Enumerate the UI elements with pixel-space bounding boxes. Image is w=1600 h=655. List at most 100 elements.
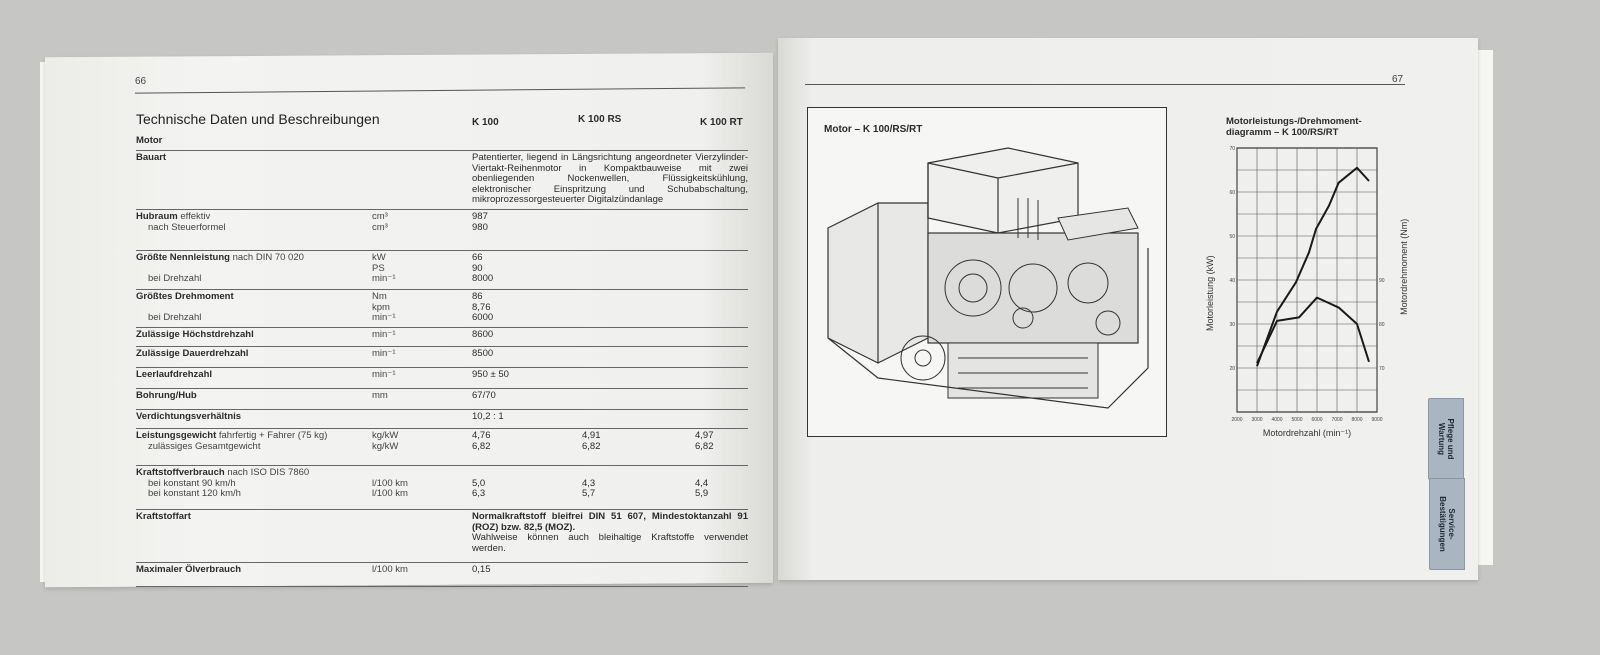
- k100-value-line: 6000: [472, 312, 494, 323]
- x-tick-label: 3000: [1251, 417, 1262, 423]
- figure-title: Motor – K 100/RS/RT: [824, 124, 923, 135]
- tab-service-bestaetigungen[interactable]: Service-Bestätigungen: [1429, 478, 1465, 570]
- y-tick-label: 70: [1229, 146, 1235, 152]
- row-sublabel: bei Drehzahl: [148, 273, 202, 284]
- unit-cell-line: min⁻¹: [372, 369, 396, 380]
- row-sublabel: zulässiges Gesamtgewicht: [148, 440, 261, 452]
- row-label-note: nach ISO DIS 7860: [227, 467, 310, 478]
- y2-tick-label: 90: [1379, 278, 1385, 284]
- row-description: Patentierter, liegend in Längsrichtung a…: [472, 152, 748, 206]
- k100rs-value-line: 4,91: [582, 430, 601, 441]
- x-tick-label: 2000: [1231, 417, 1242, 423]
- tab-label-line2: Bestätigungen: [1438, 496, 1447, 552]
- header-rule-right: [805, 84, 1405, 85]
- unit-cell-line: PS: [372, 262, 385, 274]
- k100-value-line: [472, 468, 485, 479]
- page-number-left: 66: [135, 76, 147, 87]
- unit-cell-line: kg/kW: [372, 430, 399, 441]
- y-tick-label: 60: [1229, 190, 1235, 196]
- unit-cell-line: cm³: [372, 221, 388, 233]
- row-label-main: Kraftstoffverbrauch: [136, 467, 225, 478]
- table-row: Kraftstoffart Normalkraftstoff bleifrei D…: [136, 510, 748, 563]
- k100-value-line: 0,15: [472, 564, 491, 575]
- tab-label-line1: Service-: [1447, 508, 1456, 540]
- row-label: Maximaler Ölverbrauch: [136, 564, 364, 576]
- x-tick-label: 4000: [1271, 417, 1282, 423]
- k100-value-line: 4,76: [472, 430, 491, 441]
- table-row: Leistungsgewicht fahrfertig + Fahrer (75…: [136, 429, 748, 466]
- k100rt-value-line: 5,9: [695, 488, 709, 499]
- y-tick-label: 50: [1229, 234, 1235, 240]
- page-number-right: 67: [1392, 74, 1404, 85]
- column-header-k100rt: K 100 RT: [700, 117, 743, 128]
- row-description-bold: Normalkraftstoff bleifrei DIN 51 607, Mi…: [472, 511, 748, 533]
- row-label-main: Größtes Drehmoment: [136, 291, 234, 302]
- k100-value: 8600: [472, 329, 493, 341]
- row-label-main: Größte Nennleistung: [136, 252, 230, 263]
- row-label-note: nach DIN 70 020: [232, 252, 304, 263]
- row-label-main: Bohrung/Hub: [136, 390, 197, 401]
- k100-value: 10,2 : 1: [472, 411, 504, 423]
- row-sublabel: nach Steuerformel: [148, 221, 226, 233]
- unit-cell-line: l/100 km: [372, 488, 408, 499]
- engine-illustration: [827, 147, 1149, 409]
- unit-cell-line: l/100 km: [372, 564, 408, 575]
- unit-cell-line: mm: [372, 390, 388, 401]
- k100-value-line: 6,82: [472, 440, 491, 452]
- x-tick-label: 7000: [1331, 417, 1342, 423]
- k100rs-value-line: [582, 468, 595, 479]
- row-label: Bauart: [136, 152, 364, 164]
- k100-value-line: 8000: [472, 273, 494, 284]
- engine-figure: Motor – K 100/RS/RT: [807, 107, 1167, 437]
- column-header-k100rs: K 100 RS: [578, 114, 622, 125]
- tab-label-line1: Pflege und: [1446, 418, 1455, 460]
- k100-value-line: 90: [472, 262, 483, 274]
- row-label: Leerlaufdrehzahl: [136, 369, 364, 381]
- y-axis-label: Motorleistung (kW): [1205, 255, 1215, 331]
- chart-title-line2: diagramm – K 100/RS/RT: [1226, 127, 1339, 138]
- row-label-main: Maximaler Ölverbrauch: [136, 564, 242, 575]
- k100-value-line: 8,76: [472, 301, 491, 313]
- k100rt-value-line: 4,4: [695, 477, 709, 489]
- y-tick-label: 40: [1229, 278, 1235, 284]
- row-label-main: Leistungsgewicht: [136, 430, 217, 441]
- k100-value-line: 980: [472, 221, 488, 233]
- k100rs-value-line: 5,7: [582, 488, 596, 499]
- row-sublabel: bei konstant 90 km/h: [148, 477, 236, 489]
- k100-value-line: 987: [472, 211, 488, 222]
- column-header-k100: K 100: [472, 117, 499, 128]
- x-tick-label: 8000: [1351, 417, 1362, 423]
- unit-cell-line: [372, 468, 408, 479]
- table-row: Maximaler Ölverbrauch l/100 km 0,15: [136, 563, 748, 587]
- k100-value: 950 ± 50: [472, 369, 509, 381]
- x-tick-label: 5000: [1291, 417, 1302, 423]
- row-sublabel: bei Drehzahl: [148, 312, 202, 323]
- y-tick-label: 20: [1229, 366, 1235, 372]
- power-curve: [1256, 166, 1370, 367]
- table-row: Größte Nennleistung nach DIN 70 020 bei …: [136, 251, 748, 290]
- row-label: Größte Nennleistung nach DIN 70 020 bei …: [136, 252, 364, 285]
- unit-cell-line: kW: [372, 252, 386, 263]
- row-label-main: Kraftstoffart: [136, 511, 191, 522]
- unit-cell-line: kg/kW: [372, 440, 399, 452]
